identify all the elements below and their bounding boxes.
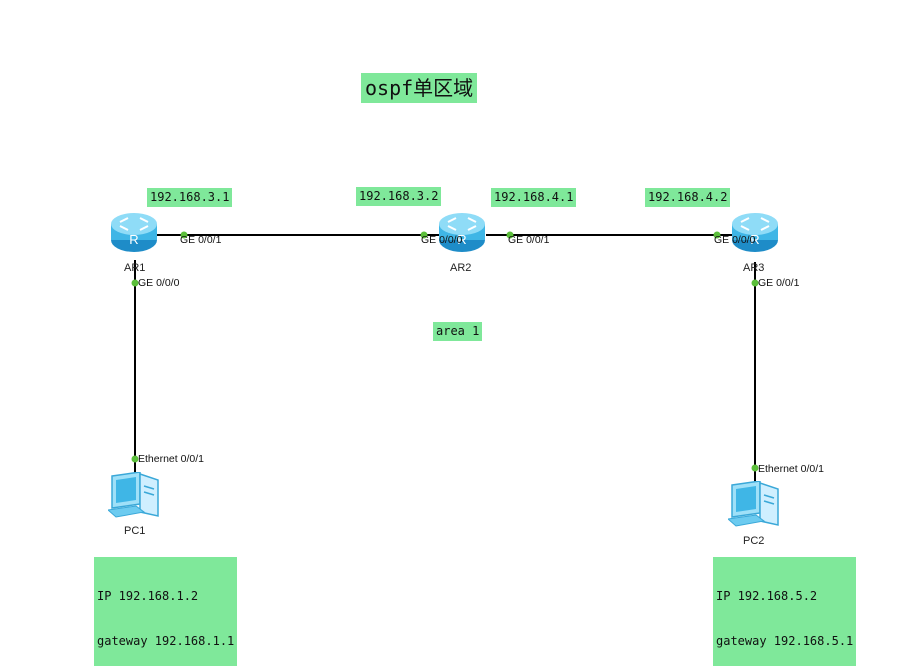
router-ar1[interactable]: R <box>110 210 158 258</box>
router-name-ar3: AR3 <box>743 262 765 274</box>
router-icon: R <box>732 213 778 252</box>
pc-name-pc2: PC2 <box>743 535 765 547</box>
port-label-ar2-ge001: GE 0/0/1 <box>508 234 550 246</box>
pc-pc2[interactable] <box>726 480 784 533</box>
router-name-ar1: AR1 <box>124 262 146 274</box>
port-dot <box>420 231 428 239</box>
port-dot <box>751 279 759 287</box>
port-label-ar1-ge001: GE 0/0/1 <box>180 234 222 246</box>
port-label-ar3-ge001: GE 0/0/1 <box>758 277 800 289</box>
router-name-ar2: AR2 <box>450 262 472 274</box>
pc1-gateway: gateway 192.168.1.1 <box>97 634 235 648</box>
pc2-address-box: IP 192.168.5.2 gateway 192.168.5.1 <box>713 557 857 666</box>
port-dot <box>131 455 139 463</box>
pc-icon <box>106 471 159 518</box>
pc-icon <box>726 480 779 527</box>
router-ar3[interactable]: R <box>731 210 779 258</box>
port-dot <box>131 279 139 287</box>
pc1-ip: IP 192.168.1.2 <box>97 589 199 603</box>
ip-label-ar2-left: 192.168.3.2 <box>356 187 442 206</box>
ip-label-ar1: 192.168.3.1 <box>147 188 233 207</box>
area-label: area 1 <box>433 322 483 341</box>
ip-label-ar2-right: 192.168.4.1 <box>491 188 577 207</box>
port-label-pc2-eth: Ethernet 0/0/1 <box>758 463 824 475</box>
port-dot <box>713 231 721 239</box>
svg-text:R: R <box>457 232 466 247</box>
port-label-ar3-ge000: GE 0/0/0 <box>714 234 756 246</box>
svg-text:R: R <box>750 232 759 247</box>
ip-label-ar3: 192.168.4.2 <box>645 188 731 207</box>
port-dot <box>180 231 188 239</box>
pc2-gateway: gateway 192.168.5.1 <box>716 634 854 648</box>
pc-name-pc1: PC1 <box>124 525 146 537</box>
port-label-ar1-ge000: GE 0/0/0 <box>138 277 180 289</box>
diagram-title: ospf单区域 <box>361 73 478 103</box>
svg-text:R: R <box>129 232 138 247</box>
pc1-address-box: IP 192.168.1.2 gateway 192.168.1.1 <box>94 557 238 666</box>
router-icon: R <box>111 213 157 252</box>
port-label-ar2-ge000: GE 0/0/0 <box>421 234 463 246</box>
port-dot <box>751 464 759 472</box>
pc-pc1[interactable] <box>106 471 164 524</box>
router-ar2[interactable]: R <box>438 210 486 258</box>
pc2-ip: IP 192.168.5.2 <box>716 589 818 603</box>
port-dot <box>506 231 514 239</box>
port-label-pc1-eth: Ethernet 0/0/1 <box>138 453 204 465</box>
router-icon: R <box>439 213 485 252</box>
